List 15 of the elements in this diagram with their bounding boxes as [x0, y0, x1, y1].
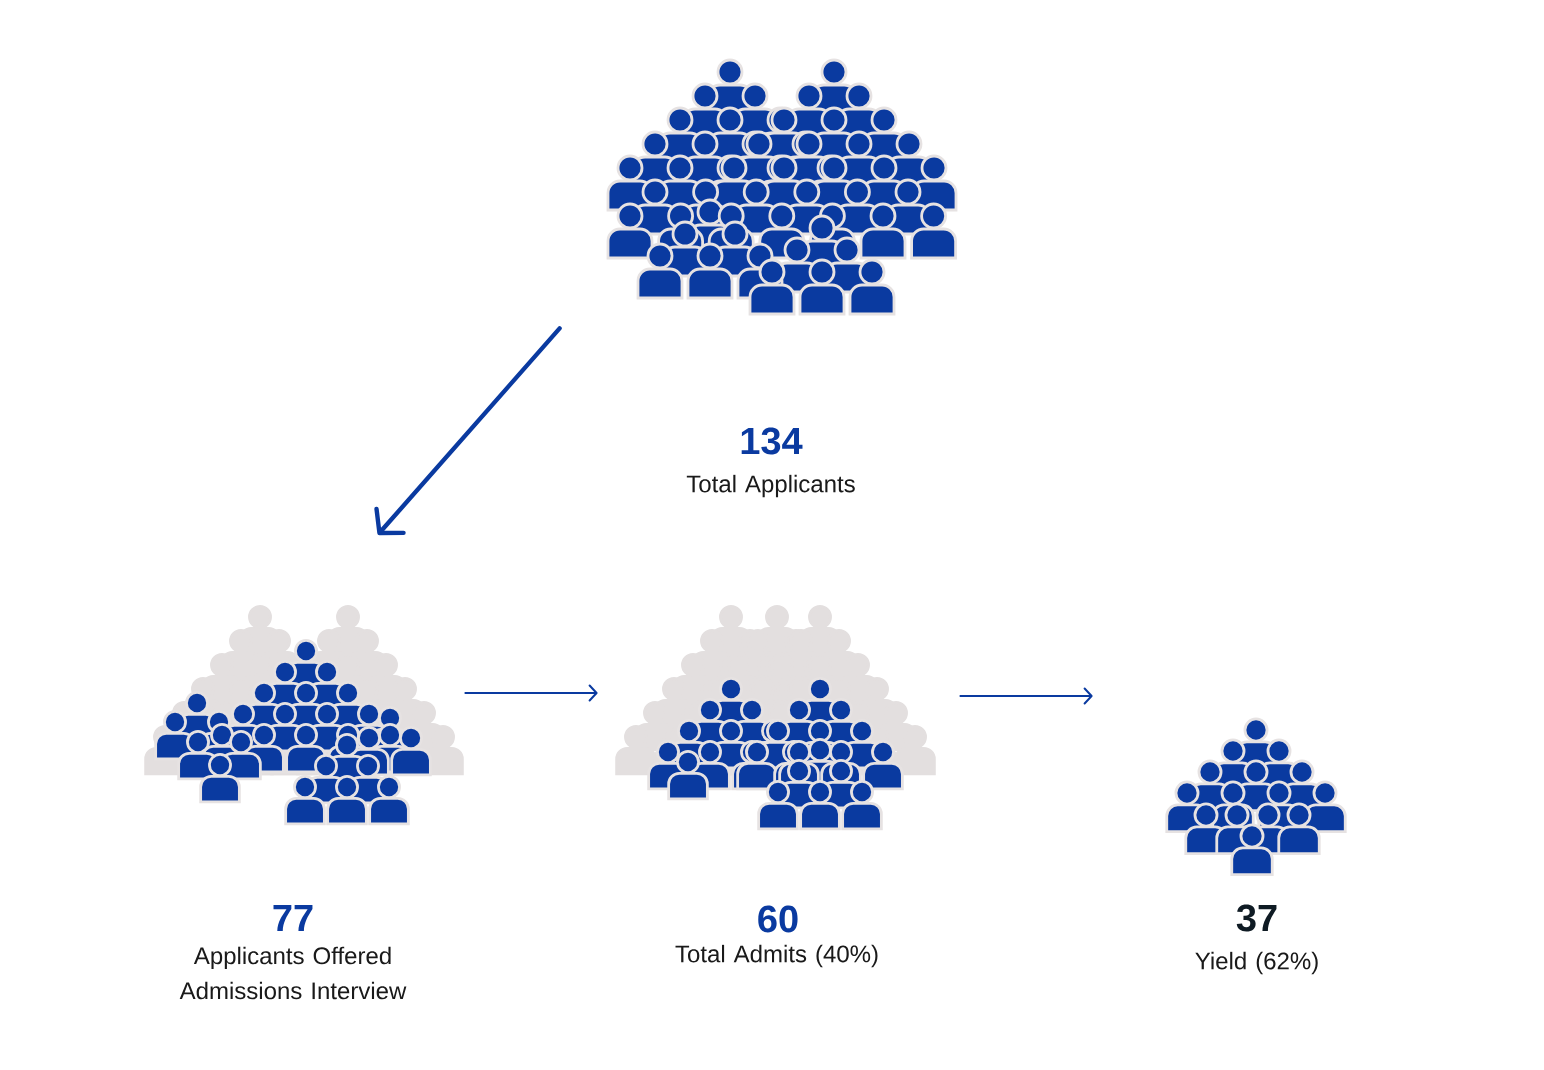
caption-text: Total Admits (40%): [675, 944, 878, 968]
caption-text: Total Applicants: [686, 474, 855, 498]
crowd-picture: [144, 605, 464, 826]
count-number: 60: [758, 905, 798, 933]
crowd-picture: [1165, 717, 1347, 877]
caption-text: Yield (62%): [1195, 951, 1318, 975]
caption-text: Applicants Offered Admissions Interview: [179, 946, 407, 1000]
count-number: 37: [1236, 904, 1277, 932]
arrow: [959, 687, 1093, 705]
count-number: 134: [741, 427, 803, 455]
count-number: 77: [273, 904, 313, 932]
arrow: [464, 684, 598, 702]
crowd-picture: [606, 58, 958, 316]
arrow: [374, 326, 562, 536]
crowd-picture: [615, 605, 936, 831]
